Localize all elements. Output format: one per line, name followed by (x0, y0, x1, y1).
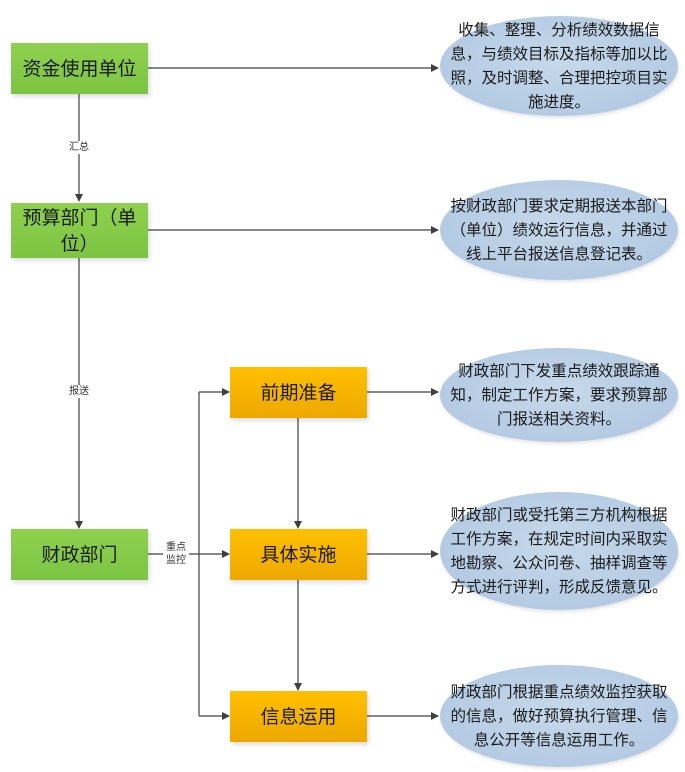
edge-label-key-monitor: 重点 监控 (163, 541, 189, 567)
note-text: 收集、整理、分析绩效数据信息，与绩效目标及指标等加以比照，及时调整、合理把控项目… (450, 21, 668, 111)
note-text: 财政部门根据重点绩效监控获取的信息，做好预算执行管理、信息公开等信息运用工作。 (450, 683, 668, 749)
node-info-use: 信息运用 (230, 691, 367, 742)
note-bubble-info-use: 财政部门根据重点绩效监控获取的信息，做好预算执行管理、信息公开等信息运用工作。 (440, 665, 678, 767)
node-preparation: 前期准备 (230, 367, 367, 418)
edge-label-summary: 汇总 (67, 141, 91, 154)
node-implementation: 具体实施 (230, 529, 367, 580)
edge-label-key-monitor-line1: 重点 (166, 542, 186, 553)
note-bubble-fund-unit: 收集、整理、分析绩效数据信息，与绩效目标及指标等加以比照，及时调整、合理把控项目… (440, 16, 678, 116)
node-budget-dept: 预算部门（单位） (11, 203, 148, 258)
note-bubble-budget-dept: 按财政部门要求定期报送本部门（单位）绩效运行信息，并通过线上平台报送信息登记表。 (440, 180, 678, 280)
note-bubble-preparation: 财政部门下发重点绩效跟踪通知，制定工作方案，要求预算部门报送相关资料。 (440, 348, 678, 442)
note-text: 财政部门下发重点绩效跟踪通知，制定工作方案，要求预算部门报送相关资料。 (450, 362, 668, 428)
edge-label-submit: 报送 (67, 385, 91, 398)
note-text: 按财政部门要求定期报送本部门（单位）绩效运行信息，并通过线上平台报送信息登记表。 (450, 197, 668, 263)
note-text: 财政部门或受托第三方机构根据工作方案，在规定时间内采取实地勘察、公众问卷、抽样调… (450, 506, 668, 596)
edge-label-key-monitor-line2: 监控 (166, 555, 186, 566)
node-finance-dept: 财政部门 (11, 529, 148, 580)
node-fund-unit: 资金使用单位 (11, 43, 148, 94)
note-bubble-implementation: 财政部门或受托第三方机构根据工作方案，在规定时间内采取实地勘察、公众问卷、抽样调… (440, 492, 678, 610)
